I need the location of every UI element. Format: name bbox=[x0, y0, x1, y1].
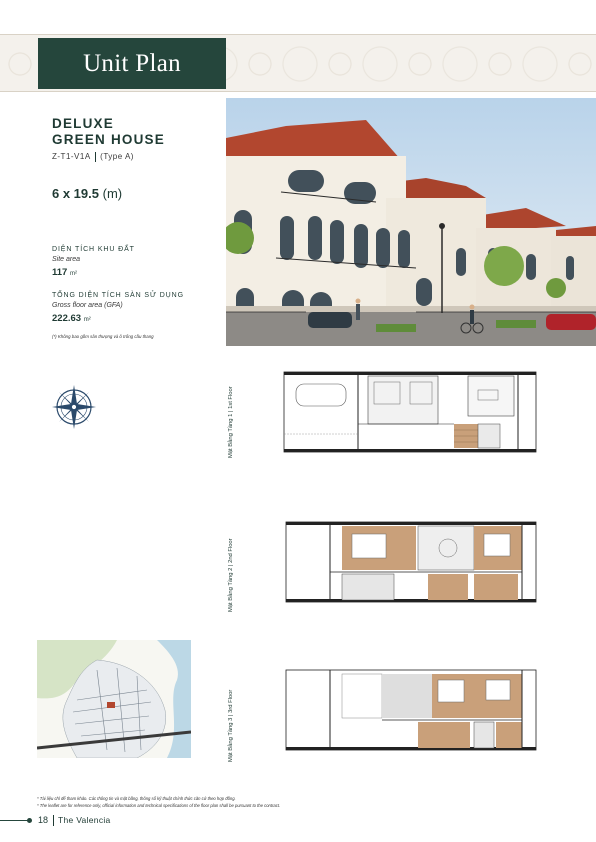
gfa-unit: m² bbox=[83, 317, 91, 323]
footer-line bbox=[0, 820, 28, 821]
unit-name: DELUXE GREEN HOUSE bbox=[52, 116, 165, 148]
exterior-rendering-image bbox=[226, 98, 596, 346]
floor-plan-2-drawing bbox=[285, 521, 537, 603]
unit-size-unit: (m) bbox=[102, 186, 123, 201]
footer-dot bbox=[27, 818, 32, 823]
footnote-en: * The leaflet are for reference only, of… bbox=[37, 803, 281, 808]
floor-plan-1-drawing bbox=[283, 371, 537, 453]
gfa-label-en: Gross floor area (GFA) bbox=[52, 302, 123, 309]
divider bbox=[94, 152, 97, 162]
floor-plan-3 bbox=[278, 666, 556, 754]
unit-type: (Type A) bbox=[100, 152, 134, 162]
unit-size-value: 6 x 19.5 bbox=[52, 186, 99, 201]
exterior-rendering bbox=[226, 98, 596, 346]
unit-size: 6 x 19.5 (m) bbox=[52, 186, 122, 201]
unit-name-line1: DELUXE bbox=[52, 116, 114, 131]
site-area-label-en: Site area bbox=[52, 256, 81, 263]
site-area-unit: m² bbox=[69, 271, 77, 277]
floor-plan-3-drawing bbox=[285, 669, 537, 751]
site-area-value: 117 m² bbox=[52, 267, 77, 278]
gfa-label-vn: TỔNG DIỆN TÍCH SÀN SỬ DỤNG bbox=[52, 292, 184, 299]
page-title: Unit Plan bbox=[83, 49, 181, 77]
gfa-number: 222.63 bbox=[52, 313, 82, 324]
unit-name-line2: GREEN HOUSE bbox=[52, 132, 165, 147]
site-area-number: 117 bbox=[52, 267, 68, 278]
compass-icon bbox=[52, 385, 96, 429]
compass bbox=[50, 383, 98, 431]
site-location-map-image bbox=[36, 640, 192, 759]
floor-plan-1 bbox=[278, 368, 556, 456]
floor-3-label: Mặt Bằng Tầng 3 | 3rd Floor bbox=[228, 689, 234, 762]
footnote-vn: * Tài liệu chỉ để tham khảo. Các thông t… bbox=[37, 796, 236, 801]
unit-code-row: Z-T1-V1A (Type A) bbox=[52, 152, 134, 162]
floor-2-label: Mặt Bằng Tầng 2 | 2nd Floor bbox=[228, 538, 234, 612]
floor-plan-2 bbox=[278, 518, 556, 606]
floor-1-label: Mặt Bằng Tầng 1 | 1st Floor bbox=[228, 386, 234, 458]
unit-code: Z-T1-V1A bbox=[52, 152, 91, 162]
gfa-value: 222.63 m² bbox=[52, 313, 91, 324]
footer-brand: The Valencia bbox=[58, 815, 111, 825]
site-area-label-vn: DIỆN TÍCH KHU ĐẤT bbox=[52, 246, 135, 253]
site-location-map bbox=[36, 640, 192, 759]
footer-divider bbox=[53, 815, 54, 826]
page-number: 18 bbox=[38, 815, 49, 825]
gfa-note: (*) Không bao gồm sân thượng và ô trống … bbox=[52, 334, 154, 339]
page-title-box: Unit Plan bbox=[38, 38, 226, 89]
